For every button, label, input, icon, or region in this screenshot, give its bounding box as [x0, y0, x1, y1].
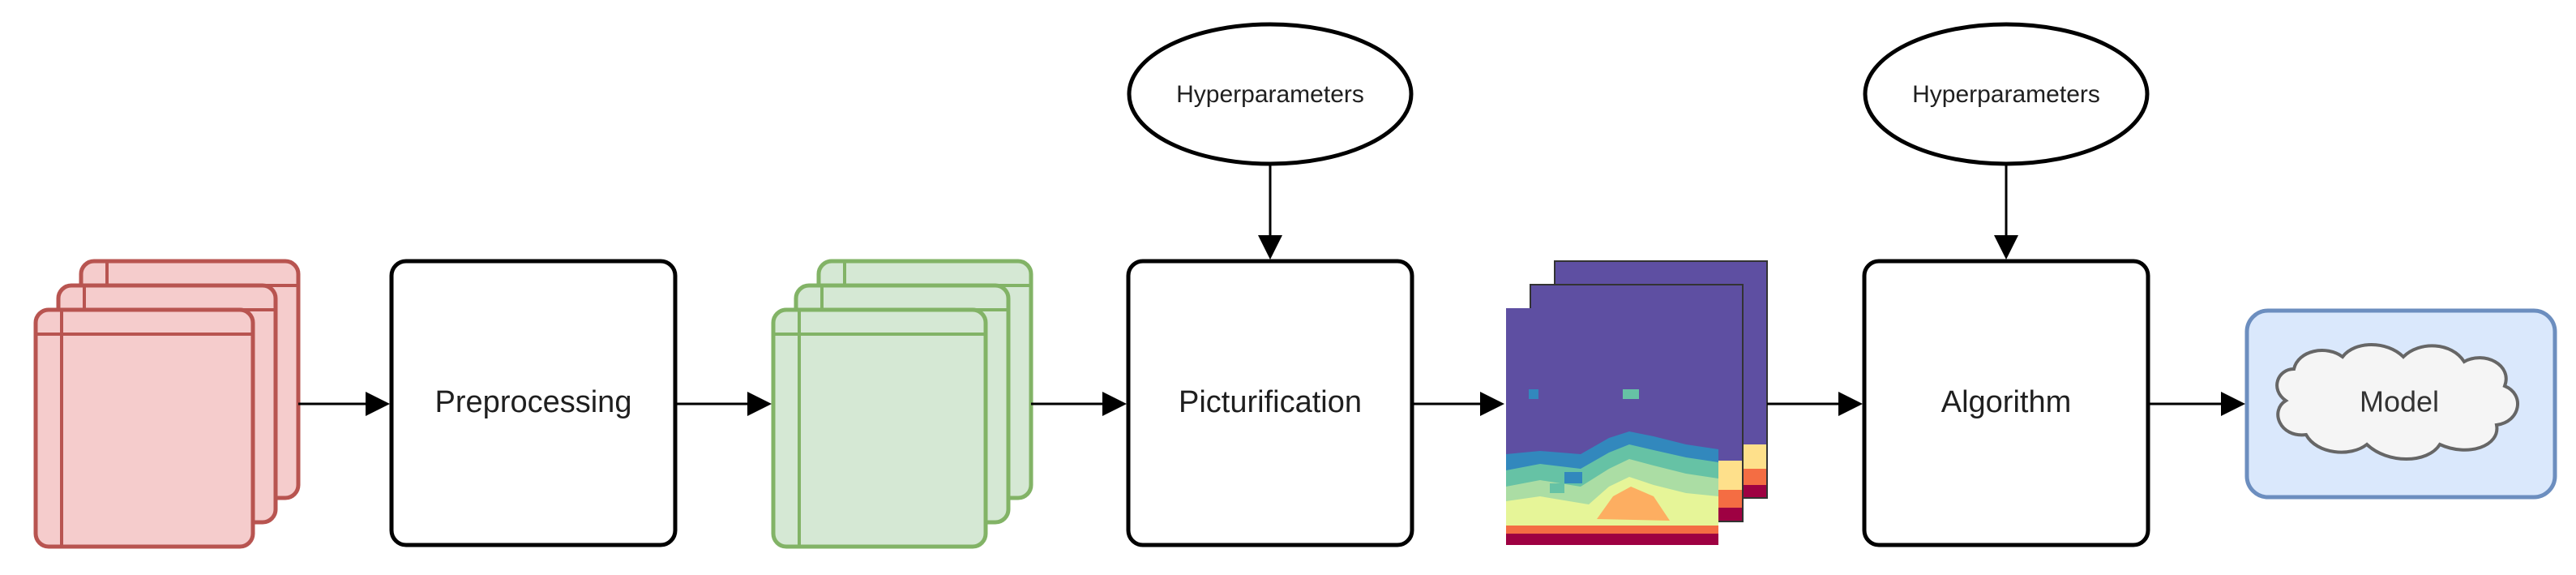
hyperparameter-arrows — [1258, 164, 2018, 260]
model-node: Model — [2244, 308, 2557, 500]
preprocessing-box: Preprocessing — [389, 259, 678, 547]
cloud-icon — [2275, 343, 2519, 461]
clean-data-stack — [771, 259, 1033, 549]
picture-stack — [1506, 260, 1768, 545]
hyperparameters-label: Hyperparameters — [1176, 81, 1364, 108]
model-label: Model — [2360, 385, 2439, 418]
hyperparameters-node-picturification: Hyperparameters — [1127, 22, 1414, 166]
hyperparameters-node-algorithm: Hyperparameters — [1863, 22, 2150, 166]
picturification-label: Picturification — [1179, 385, 1362, 419]
raw-data-stack — [33, 259, 301, 549]
heatmap-front — [1506, 308, 1718, 545]
algorithm-box: Algorithm — [1862, 259, 2150, 547]
hyperparameters-label: Hyperparameters — [1912, 81, 2100, 108]
preprocessing-label: Preprocessing — [435, 385, 632, 419]
algorithm-label: Algorithm — [1941, 385, 2072, 419]
raw-data-sheet — [33, 307, 255, 549]
clean-data-sheet — [771, 307, 988, 549]
picturification-box: Picturification — [1126, 259, 1414, 547]
